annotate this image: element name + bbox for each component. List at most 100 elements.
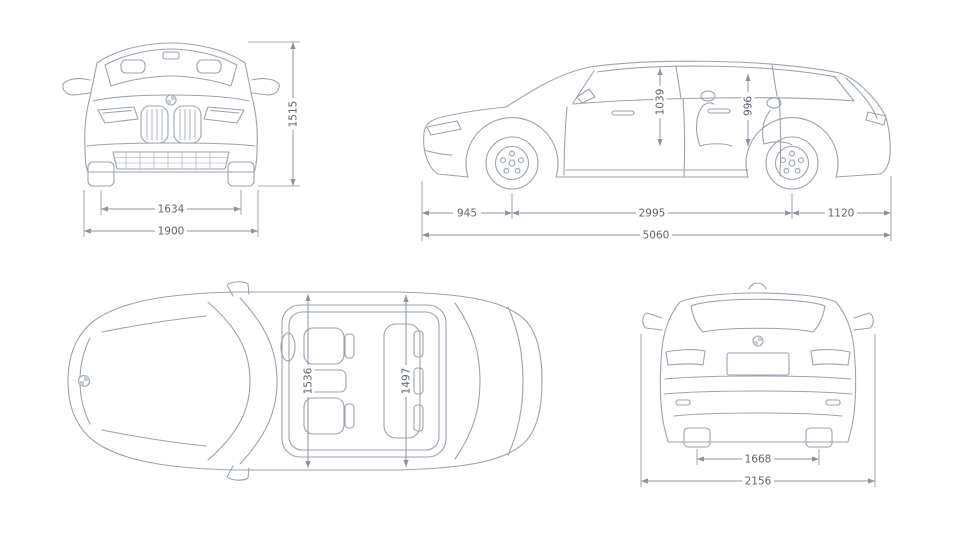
side-door-seam-rear: [778, 96, 782, 177]
dim-label-width-incl-mirrors: 2156: [742, 474, 774, 488]
dim-label-overall-length: 5060: [640, 228, 672, 242]
rear-side-right: [835, 301, 857, 443]
dim-value-front-overhang: 945: [457, 208, 477, 220]
rear-tire-right: [805, 427, 833, 448]
side-mirror: [576, 88, 596, 104]
rear-bumper-line: [663, 390, 853, 395]
side-bumper-line: [423, 149, 453, 156]
top-windshield-base: [207, 301, 251, 461]
side-hatch-line: [845, 77, 878, 119]
side-headlight: [426, 120, 462, 136]
bmw-roundel-icon-front: [165, 94, 177, 106]
dim-label-rear-overhang: 1120: [825, 206, 857, 220]
rear-diffuser-line: [673, 412, 843, 417]
top-hood-creases: [101, 315, 207, 447]
side-beltline: [572, 97, 855, 105]
bmw-roundel-icon-rear: [752, 335, 764, 347]
front-body-sides: [84, 96, 258, 173]
dimension-annotations: 1634 1900 1515 945: [83, 41, 892, 488]
side-b-pillar: [675, 66, 682, 99]
dim-value-rear-track: 1668: [745, 454, 772, 466]
rear-view-dimensions: 1668 2156: [640, 334, 876, 488]
dim-value-interior-width-front: 1536: [303, 367, 315, 394]
front-extension-lines: [83, 41, 300, 237]
front-tire-left: [87, 161, 115, 187]
front-view: [62, 42, 280, 187]
dim-value-front-width: 1900: [158, 226, 185, 238]
dim-value-front-height: 1515: [288, 101, 300, 128]
top-rear-window: [454, 302, 481, 460]
dim-value-headroom-front: 1039: [655, 89, 667, 116]
dim-label-front-track: 1634: [155, 202, 187, 216]
rear-license-plate: [726, 352, 790, 376]
rear-mirror-left: [642, 312, 663, 331]
front-bumper-crease: [86, 142, 256, 147]
dim-label-rear-track: 1668: [742, 452, 774, 466]
top-steering-wheel: [280, 332, 296, 362]
bmw-roundel-icon-top: [77, 374, 91, 388]
dim-label-interior-width-front: 1536: [301, 365, 315, 397]
dim-value-rear-overhang: 1120: [828, 208, 855, 220]
front-headlight-left: [97, 106, 139, 124]
top-rear-bench: [383, 323, 424, 439]
rear-antenna-fin: [748, 282, 767, 290]
top-front-seats: [303, 327, 355, 435]
front-view-dimensions: 1634 1900 1515: [83, 41, 300, 238]
side-roofline-inner: [596, 65, 837, 78]
front-grille-slats: [146, 108, 196, 141]
rear-tire-left: [683, 427, 711, 448]
side-view: [423, 60, 891, 190]
side-rear-wheel: [765, 136, 819, 190]
dim-label-headroom-rear: 996: [741, 92, 755, 120]
rear-tailgate-line: [664, 375, 852, 380]
rear-reflector-right: [825, 399, 841, 406]
front-grille-kidney-left: [140, 105, 169, 144]
dim-value-interior-width-rear: 1497: [401, 368, 413, 395]
side-windshield: [572, 70, 595, 104]
dim-label-wheelbase: 2995: [636, 206, 668, 220]
side-front-wheel: [485, 136, 539, 190]
rear-window: [690, 298, 826, 333]
side-body-outline: [423, 60, 891, 178]
front-windshield: [104, 48, 238, 87]
top-mirror-left: [226, 281, 250, 297]
side-door-handle-front: [611, 110, 635, 116]
side-d-pillar: [833, 75, 855, 102]
side-rear-seat: [762, 97, 793, 146]
top-roof-outer: [281, 304, 447, 458]
dim-label-interior-width-rear: 1497: [399, 365, 413, 397]
dim-label-front-width: 1900: [155, 224, 187, 238]
front-interior-mirror: [162, 51, 180, 60]
rear-view: [642, 282, 874, 448]
front-mirror-right: [251, 78, 280, 96]
side-c-pillar: [771, 64, 778, 97]
dim-label-headroom-front: 1039: [653, 86, 667, 118]
rear-taillight-left: [665, 349, 706, 366]
rear-roof: [679, 292, 837, 303]
rear-side-left: [659, 301, 681, 443]
dim-value-headroom-rear: 996: [743, 96, 755, 116]
side-view-dimensions: 945 2995 1120 5060 1039 996: [421, 68, 892, 242]
front-grille-kidney-right: [173, 105, 202, 144]
front-pillars: [89, 62, 253, 98]
top-windshield-top: [239, 297, 278, 465]
front-tire-right: [227, 161, 255, 187]
top-view: [67, 281, 543, 481]
side-door-seam-front: [563, 106, 568, 176]
dim-value-overall-length: 5060: [643, 230, 670, 242]
top-tailgate-edge: [507, 306, 524, 456]
top-mirror-right: [226, 465, 250, 481]
front-lower-intake: [112, 151, 230, 170]
dim-value-front-track: 1634: [158, 204, 185, 216]
front-mirror-left: [62, 78, 91, 96]
side-door-seam-middle: [682, 98, 686, 177]
dim-value-wheelbase: 2995: [639, 208, 666, 220]
front-headrest-right: [196, 59, 222, 74]
front-headlight-right: [203, 106, 245, 124]
side-front-seat: [695, 90, 733, 147]
top-view-dimensions: 1536 1497: [301, 294, 413, 468]
rear-reflector-left: [675, 399, 691, 406]
front-headrest-left: [120, 59, 146, 74]
